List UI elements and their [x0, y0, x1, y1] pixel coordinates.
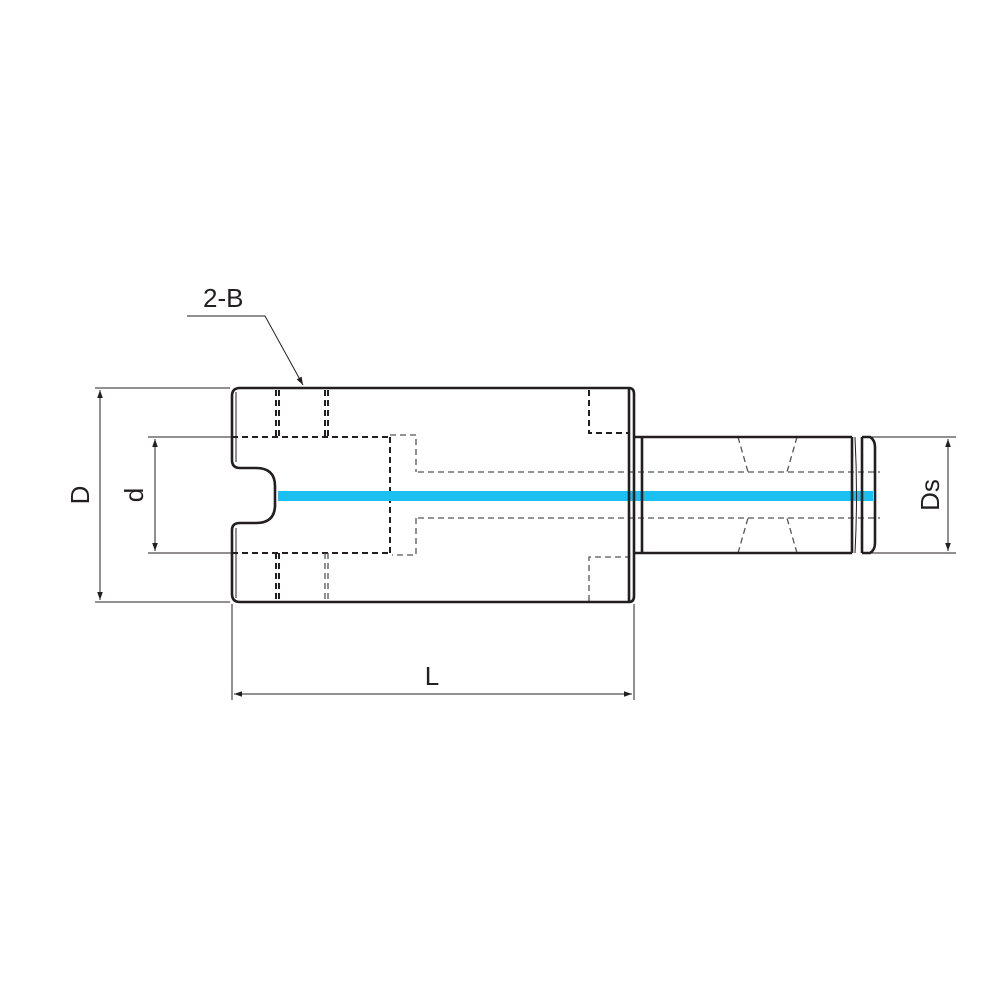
dimension-d-inner-label: d: [119, 488, 149, 502]
body-outline: [230, 386, 636, 604]
hidden-lines: [232, 390, 880, 601]
callout-2-b-label: 2-B: [203, 283, 243, 313]
shank-outline: [634, 435, 864, 555]
dimension-lines: [95, 315, 956, 700]
dimension-l-label: L: [425, 661, 439, 691]
center-axis: [278, 491, 873, 501]
dimension-d-outer-label: D: [65, 486, 95, 505]
groove: [854, 436, 857, 554]
shank-end: [862, 435, 877, 555]
dimension-ds-label: Ds: [915, 479, 945, 511]
